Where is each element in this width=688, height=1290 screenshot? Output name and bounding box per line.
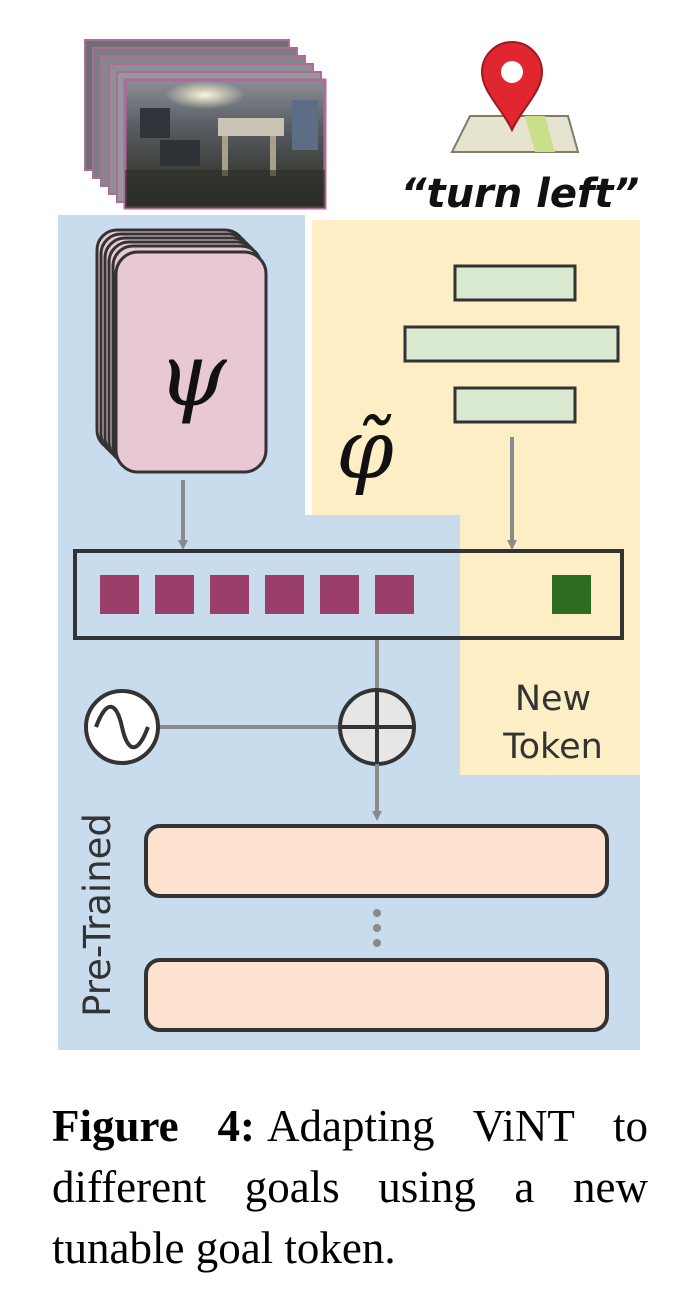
encoder-symbol: ψ (157, 323, 227, 426)
ellipsis-dots (373, 909, 381, 947)
new-token-label-2: Token (502, 727, 603, 767)
goal-encoder-bar (403, 325, 620, 363)
observation-token (265, 575, 304, 614)
goal-encoder: φ̃ (336, 264, 620, 498)
observation-token (210, 575, 249, 614)
caption-text: Adapting ViNT to different goals using a… (52, 1101, 648, 1273)
token-sequence-bar (73, 549, 624, 640)
positional-encoding-icon (84, 689, 160, 765)
transformer-layer (144, 824, 609, 898)
vint-adaptation-diagram: “turn left” ψ φ̃ New To (58, 39, 640, 1050)
observation-image-stack (84, 39, 327, 210)
goal-token (552, 575, 591, 614)
observation-token (100, 575, 139, 614)
goal-encoder-bar (453, 264, 577, 302)
encoder-block (114, 250, 268, 474)
observation-tokens (100, 575, 414, 614)
observation-token (375, 575, 414, 614)
sum-icon (338, 688, 416, 766)
observation-token (320, 575, 359, 614)
camera-frame (123, 78, 327, 210)
figure-caption: Figure 4:Adapting ViNT to different goal… (52, 1096, 648, 1279)
transformer-layer (144, 958, 609, 1032)
observation-token (155, 575, 194, 614)
goal-encoder-bar (453, 386, 577, 424)
goal-text: “turn left” (401, 171, 640, 217)
pretrained-label: Pre-Trained (76, 813, 119, 1017)
goal-encoder-symbol: φ̃ (336, 403, 394, 498)
caption-label: Figure 4: (52, 1101, 256, 1151)
new-token-label: New (515, 679, 591, 719)
observation-encoder-stack: ψ (95, 228, 268, 474)
map-pin-icon (450, 40, 580, 153)
